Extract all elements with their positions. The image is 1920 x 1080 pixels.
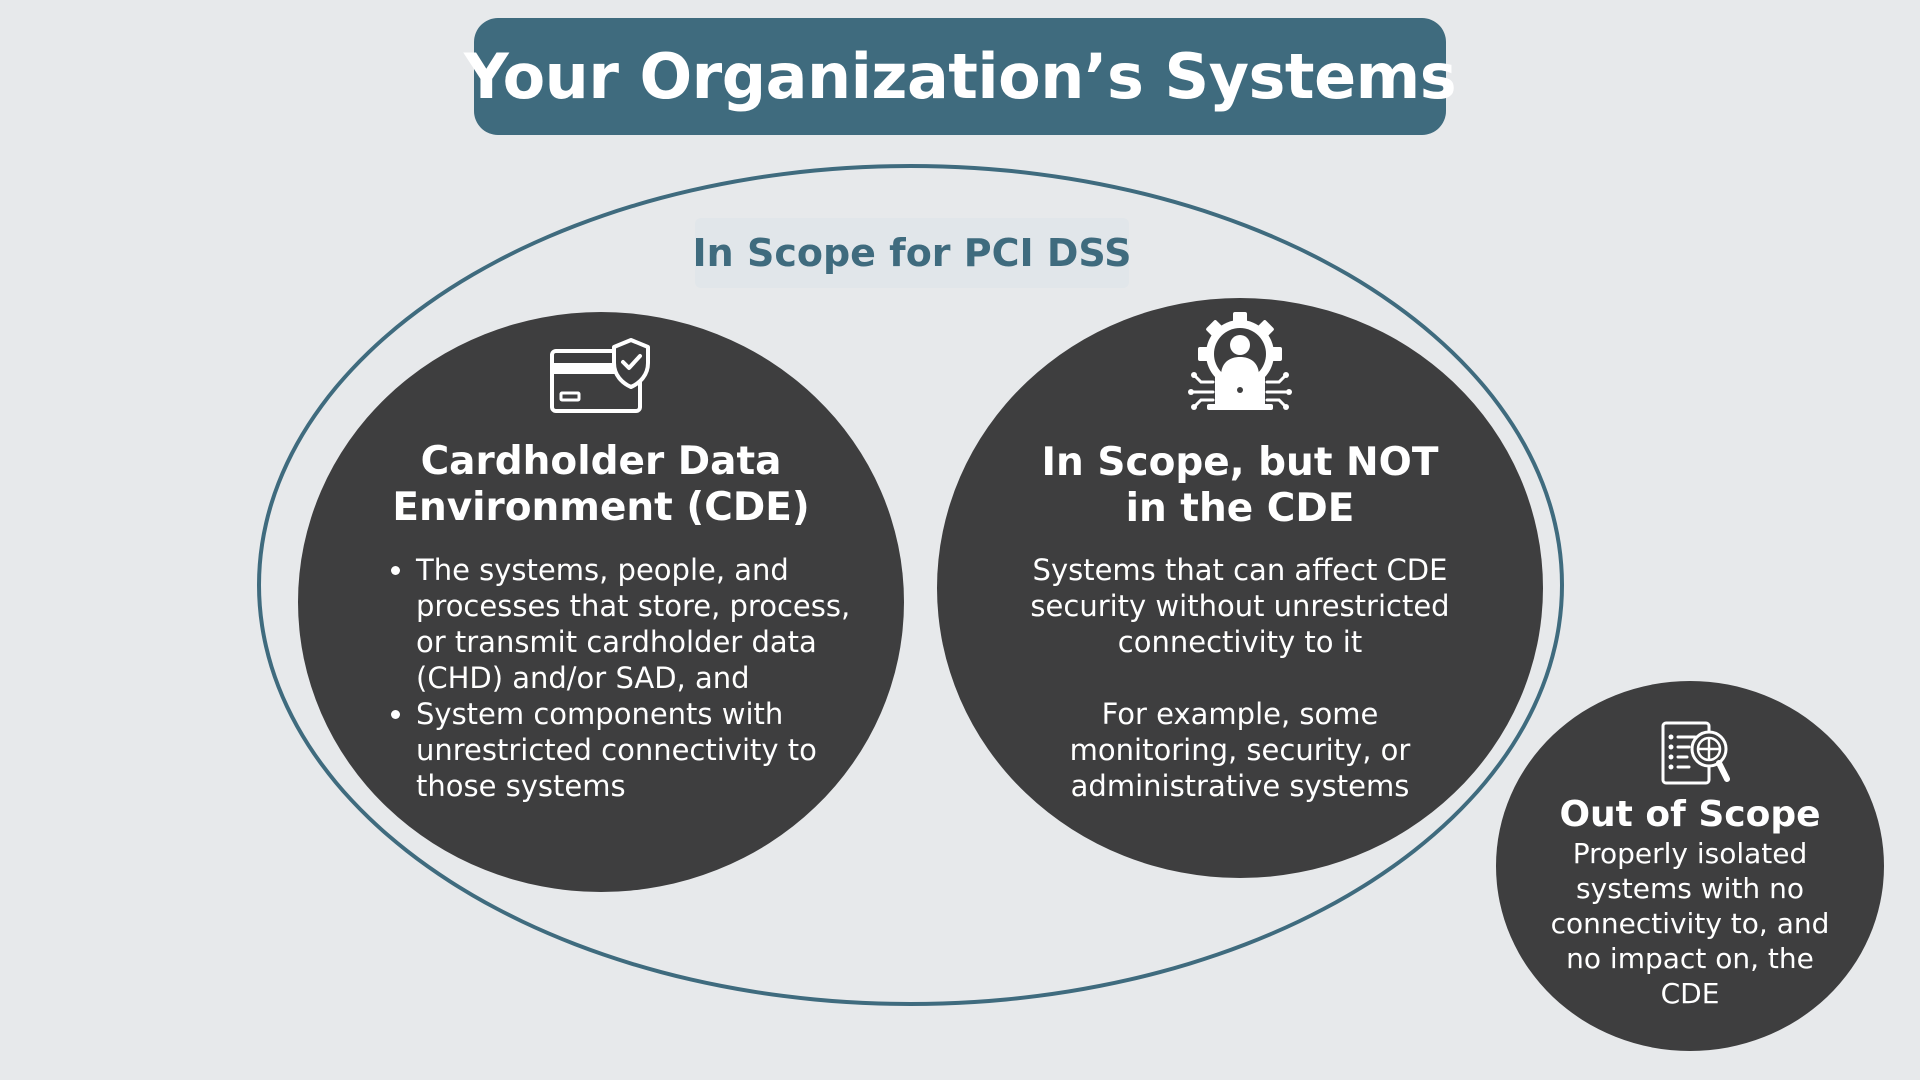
not-cde-paragraph: For example, some monitoring, security, … — [1069, 697, 1411, 803]
in-scope-boundary-ellipse — [257, 164, 1564, 1006]
not-cde-paragraph: Systems that can affect CDE security wit… — [1030, 553, 1450, 659]
cde-title: Cardholder Data Environment (CDE) — [298, 439, 904, 531]
out-of-scope-circle: Out of Scope Properly isolated systems w… — [1496, 681, 1884, 1051]
cde-title-line: Cardholder Data — [420, 439, 782, 484]
cde-circle: Cardholder Data Environment (CDE) The sy… — [298, 312, 904, 892]
in-scope-label: In Scope for PCI DSS — [692, 231, 1132, 275]
not-cde-circle: In Scope, but NOT in the CDE Systems tha… — [937, 298, 1543, 878]
title-banner: Your Organization’s Systems — [464, 18, 1457, 135]
not-cde-title-line: in the CDE — [1125, 486, 1355, 531]
out-of-scope-description: Properly isolated systems with no connec… — [1550, 837, 1830, 1010]
gear-person-laptop-icon — [1188, 312, 1292, 410]
not-cde-description: Systems that can affect CDE security wit… — [1015, 552, 1465, 804]
page-title: Your Organization’s Systems — [463, 40, 1457, 113]
document-magnifier-icon — [1661, 721, 1730, 785]
cde-title-line: Environment (CDE) — [392, 485, 810, 530]
not-cde-title-line: In Scope, but NOT — [1041, 440, 1439, 485]
cde-bullet-list: The systems, people, and processes that … — [384, 552, 854, 804]
cde-description: The systems, people, and processes that … — [384, 552, 854, 804]
out-of-scope-title: Out of Scope — [1559, 794, 1821, 835]
in-scope-label-box: In Scope for PCI DSS — [692, 218, 1132, 288]
not-cde-title: In Scope, but NOT in the CDE — [937, 440, 1543, 532]
credit-card-shield-icon — [550, 338, 650, 413]
cde-bullet-item: The systems, people, and processes that … — [384, 552, 854, 696]
cde-bullet-item: System components with unrestricted conn… — [384, 696, 854, 804]
